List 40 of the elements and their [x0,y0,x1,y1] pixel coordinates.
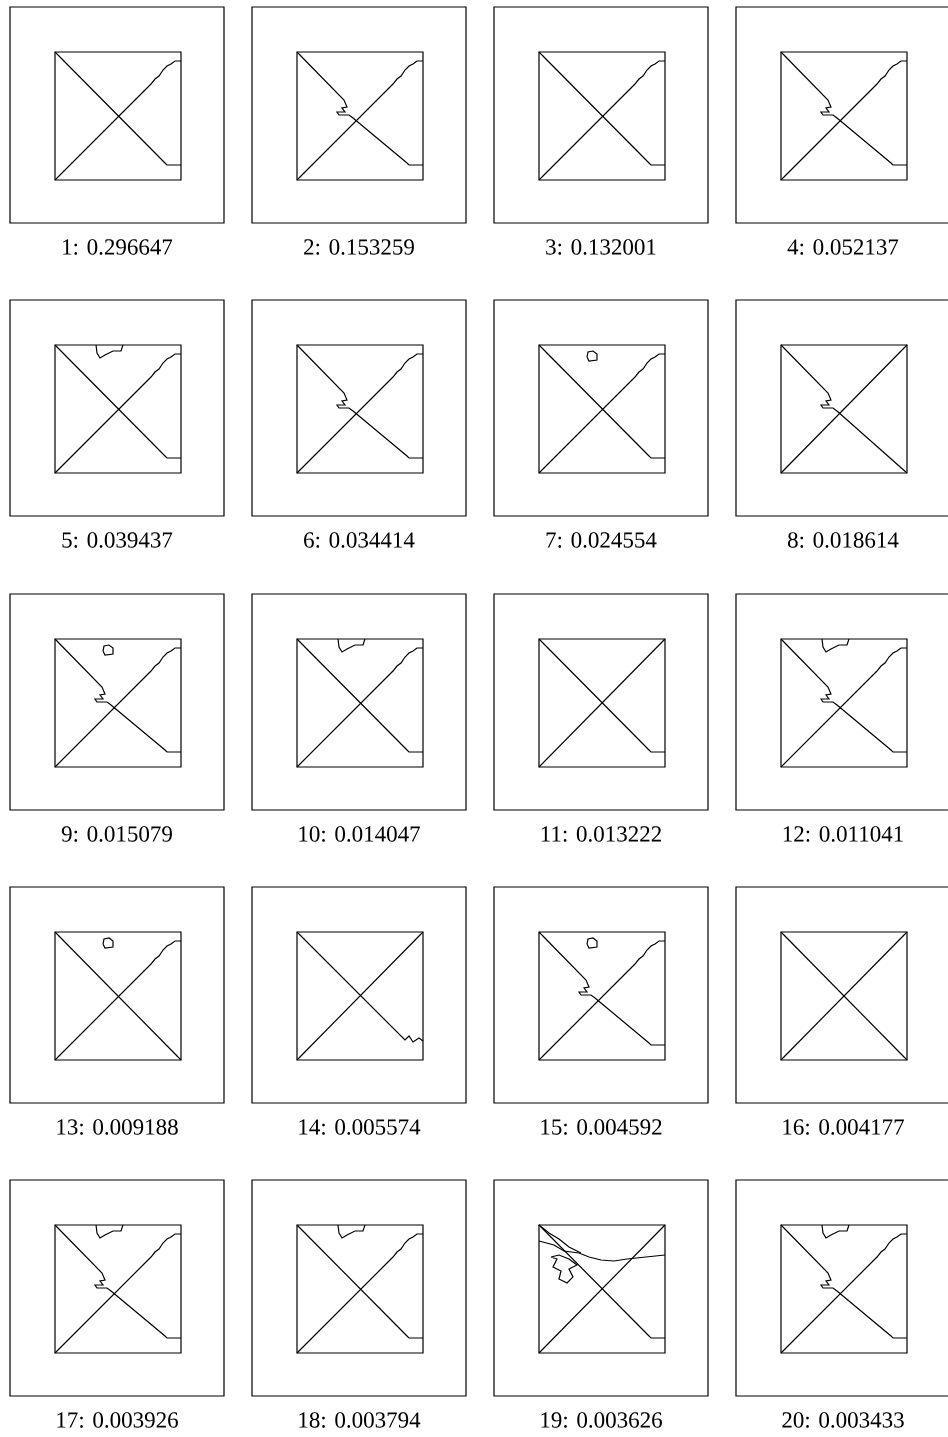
node-label: 18: 0.003794 [299,1412,421,1428]
panel-box [9,886,225,1104]
node-label: 16: 0.004177 [783,1119,904,1135]
node-label: 17: 0.003926 [57,1412,178,1428]
node-label: 7: 0.024554 [546,532,657,548]
panel-box [735,299,948,517]
node-label: 13: 0.009188 [57,1119,178,1135]
panel-box [251,886,467,1104]
panel-box [251,299,467,517]
node-label: 15: 0.004592 [541,1119,662,1135]
panel-box [251,6,467,224]
node-label: 6: 0.034414 [304,532,415,548]
panel-box [251,1179,467,1397]
panel-box [493,299,709,517]
panel-box [735,6,948,224]
panel-box [9,299,225,517]
node-label: 2: 0.153259 [304,239,414,255]
panel-box [735,1179,948,1397]
node-label: 10: 0.014047 [299,826,420,842]
node-label: 19: 0.003626 [541,1412,662,1428]
node-label: 3: 0.132001 [546,239,656,255]
panel-box [493,593,709,811]
panel-box [735,593,948,811]
node-label: 20: 0.003433 [782,1412,904,1428]
node-label: 14: 0.005574 [299,1119,421,1135]
node-label: 12: 0.011041 [783,826,903,842]
panel-box [9,6,225,224]
node-label: 11: 0.013222 [541,826,661,842]
node-label: 1: 0.296647 [63,239,173,255]
panel-box [493,886,709,1104]
panel-box [9,1179,225,1397]
node-label: 8: 0.018614 [787,532,899,548]
panel-box [735,886,948,1104]
panel-box [9,593,225,811]
node-label: 4: 0.052137 [787,239,899,255]
panel-box [493,6,709,224]
node-label: 9: 0.015079 [61,826,172,842]
panel-box [493,1179,709,1397]
node-label: 5: 0.039437 [62,532,173,548]
panel-box [251,593,467,811]
